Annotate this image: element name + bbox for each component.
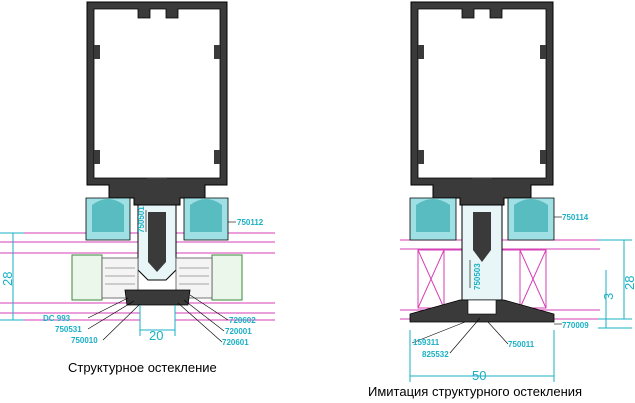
left-dim-width-label: 20 xyxy=(149,328,163,343)
right-center-clamp-inner xyxy=(473,212,491,262)
label-720601: 720601 xyxy=(222,338,249,347)
left-bottom-cap xyxy=(124,289,191,306)
label-750011: 750011 xyxy=(508,340,535,349)
label-750112: 750112 xyxy=(237,218,264,227)
left-glass xyxy=(0,232,275,321)
right-notch-r1 xyxy=(540,45,546,59)
label-720001: 720001 xyxy=(225,327,252,336)
left-dim-height-label: 28 xyxy=(0,272,15,286)
right-seals xyxy=(409,197,555,241)
caption-imitation-structural-glazing: Имитация структурного остекления xyxy=(368,384,583,399)
right-dim-offset-label: 3 xyxy=(601,293,616,300)
right-bottom-slot xyxy=(467,299,497,315)
right-notch-l1 xyxy=(418,45,424,59)
left-center-clamp-inner xyxy=(148,212,166,272)
right-notch-r2 xyxy=(540,150,546,164)
right-screw-channel xyxy=(472,178,492,205)
left-notch-l2 xyxy=(94,150,100,164)
label-750114: 750114 xyxy=(562,213,589,222)
left-notch-r2 xyxy=(214,150,220,164)
right-notch-l2 xyxy=(418,150,424,164)
label-dc993: DC 993 xyxy=(43,314,71,323)
left-dim-height xyxy=(0,232,24,321)
right-profile: 28 3 50 750114 750503 770009 159311 8255… xyxy=(400,1,635,383)
label-750010: 750010 xyxy=(71,336,98,345)
right-dim-width-label: 50 xyxy=(472,368,486,383)
right-dim-width xyxy=(409,330,555,382)
label-770009: 770009 xyxy=(562,321,589,330)
label-750501: 750501 xyxy=(137,206,146,233)
label-750531: 750531 xyxy=(55,325,82,334)
left-screw-channel xyxy=(147,178,167,205)
label-825532: 825532 xyxy=(422,350,449,359)
left-spacers xyxy=(71,254,243,301)
left-profile: 28 20 750112 750501 DC 993 750531 750010… xyxy=(0,1,275,347)
left-dim-width xyxy=(139,305,176,336)
right-dim-height-label: 28 xyxy=(622,276,635,290)
right-dim-height xyxy=(598,239,632,329)
caption-structural-glazing: Структурное остекление xyxy=(68,360,217,375)
right-leaders xyxy=(411,216,562,354)
label-159311: 159311 xyxy=(413,338,440,347)
right-mullion-inner xyxy=(417,8,547,179)
label-720602: 720602 xyxy=(229,316,256,325)
left-notch-r1 xyxy=(214,45,220,59)
left-notch-l1 xyxy=(94,45,100,59)
label-750503: 750503 xyxy=(473,263,482,290)
left-leaders xyxy=(87,210,236,343)
left-mullion-inner xyxy=(93,8,221,179)
left-seals xyxy=(85,197,229,241)
